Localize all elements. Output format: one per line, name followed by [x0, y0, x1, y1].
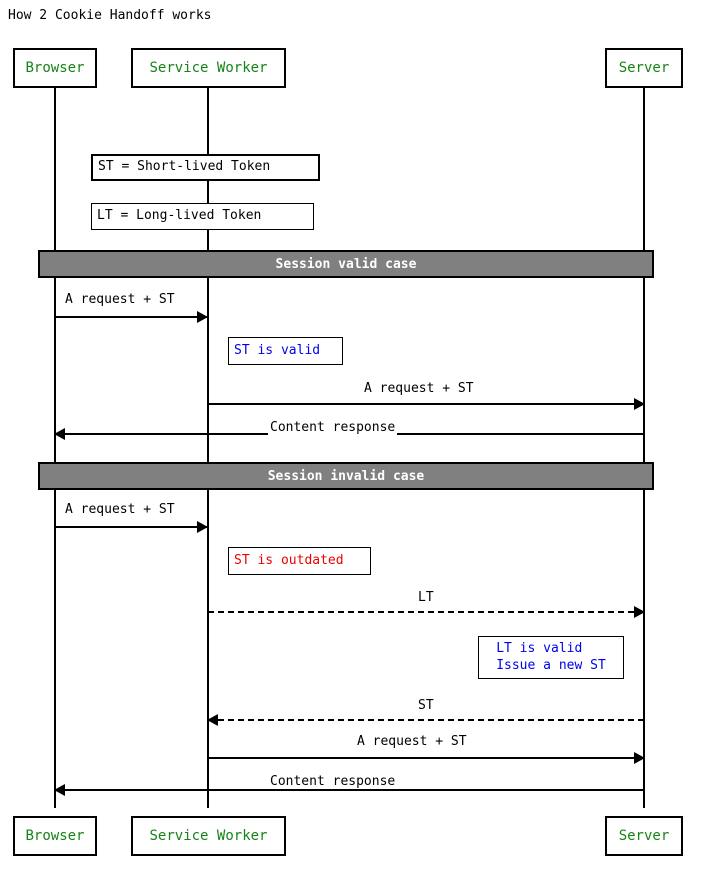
- participant-label: Browser: [25, 828, 85, 844]
- message-label: A request + ST: [362, 381, 476, 396]
- arrowhead-left-icon: [54, 428, 65, 440]
- message-label: LT: [416, 590, 436, 605]
- arrowhead-right-icon: [197, 311, 208, 323]
- note-text: ST is outdated: [234, 552, 344, 568]
- message-arrow-browser-to-sw-2: [55, 521, 208, 533]
- participant-browser-bottom[interactable]: Browser: [13, 816, 97, 856]
- message-arrow-server-to-browser-2: [54, 784, 644, 796]
- message-arrow-sw-to-server-lt: [208, 606, 645, 618]
- section-bar-session-valid: Session valid case: [38, 250, 654, 278]
- participant-label: Browser: [25, 60, 85, 76]
- note-st-is-outdated: ST is outdated: [228, 547, 371, 575]
- note-text: ST is valid: [234, 342, 321, 358]
- message-label: ST: [416, 698, 436, 713]
- message-arrow-browser-to-sw-1: [55, 311, 208, 323]
- participant-label: Service Worker: [149, 60, 268, 76]
- note-text: LT is valid Issue a new ST: [496, 641, 606, 673]
- section-bar-label: Session valid case: [275, 256, 417, 272]
- participant-label: Server: [618, 828, 670, 844]
- section-bar-label: Session invalid case: [267, 468, 425, 484]
- arrowhead-left-icon: [54, 784, 65, 796]
- legend-note-text: ST = Short-lived Token: [98, 159, 271, 175]
- lifeline-service-worker: [207, 88, 209, 808]
- participant-service-worker-bottom[interactable]: Service Worker: [131, 816, 286, 856]
- arrowhead-right-icon: [634, 398, 645, 410]
- note-st-is-valid: ST is valid: [228, 337, 343, 365]
- legend-note-lt: LT = Long-lived Token: [91, 203, 314, 230]
- legend-note-st: ST = Short-lived Token: [91, 154, 320, 181]
- participant-service-worker-top[interactable]: Service Worker: [131, 48, 286, 88]
- lifeline-browser: [54, 88, 56, 808]
- lifeline-server: [643, 88, 645, 808]
- message-arrow-sw-to-server-1: [208, 398, 645, 410]
- message-arrow-sw-to-server-2: [208, 752, 645, 764]
- message-arrow-server-to-sw-st: [207, 714, 644, 726]
- arrowhead-right-icon: [634, 606, 645, 618]
- legend-note-text: LT = Long-lived Token: [97, 208, 262, 224]
- diagram-title: How 2 Cookie Handoff works: [8, 8, 212, 23]
- participant-server-top[interactable]: Server: [605, 48, 683, 88]
- participant-label: Server: [618, 60, 670, 76]
- participant-server-bottom[interactable]: Server: [605, 816, 683, 856]
- participant-browser-top[interactable]: Browser: [13, 48, 97, 88]
- note-lt-is-valid: LT is valid Issue a new ST: [478, 636, 624, 679]
- arrowhead-right-icon: [197, 521, 208, 533]
- section-bar-session-invalid: Session invalid case: [38, 462, 654, 490]
- message-label: Content response: [268, 420, 398, 435]
- message-label: A request + ST: [63, 502, 177, 517]
- message-label: A request + ST: [355, 734, 469, 749]
- arrowhead-left-icon: [207, 714, 218, 726]
- message-label: A request + ST: [63, 292, 177, 307]
- message-label: Content response: [268, 774, 398, 789]
- participant-label: Service Worker: [149, 828, 268, 844]
- arrowhead-right-icon: [634, 752, 645, 764]
